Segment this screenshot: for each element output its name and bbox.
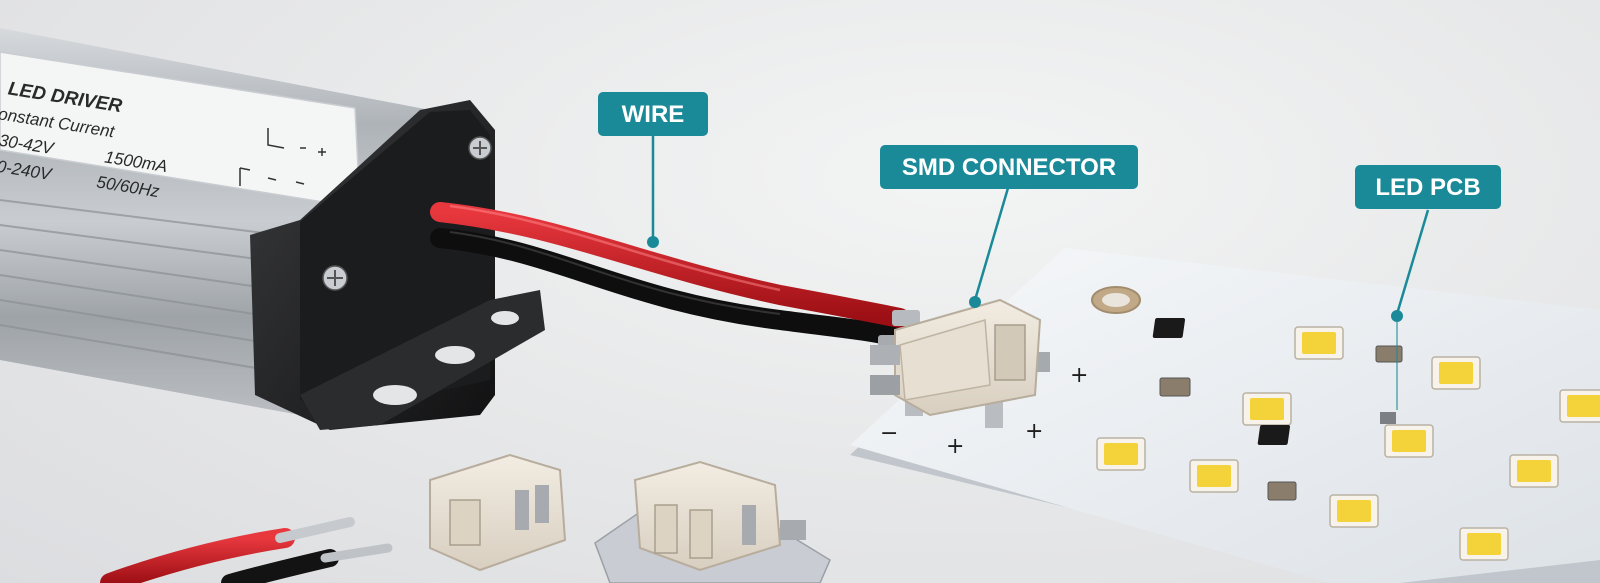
loose-red-wire bbox=[100, 528, 295, 583]
callout-pcb-label: LED PCB bbox=[1375, 174, 1480, 201]
callout-smd-connector: SMD CONNECTOR bbox=[880, 145, 1138, 308]
smd-led-phosphor-2 bbox=[1439, 362, 1473, 384]
connector-contact-2 bbox=[870, 375, 900, 395]
connector-latch bbox=[994, 324, 1026, 381]
resistor-2 bbox=[1375, 345, 1403, 363]
callout-wire-box bbox=[598, 92, 708, 136]
callout-pcb-dot bbox=[1391, 310, 1403, 322]
loose-wires bbox=[100, 517, 393, 583]
smd-led-phosphor-4 bbox=[1392, 430, 1426, 452]
driver-polarity-marks bbox=[239, 128, 326, 186]
pcb-plus-mark-3: + bbox=[946, 434, 964, 459]
black-wire bbox=[430, 228, 910, 348]
smd-led-phosphor-10 bbox=[1567, 395, 1600, 417]
driver-mounting-foot bbox=[300, 290, 545, 430]
smd-led-phosphor-6 bbox=[1197, 465, 1231, 487]
connector-pad-2 bbox=[985, 400, 1003, 428]
ic-chip-2 bbox=[1257, 425, 1291, 445]
resistor-3 bbox=[1267, 481, 1297, 501]
connector-contact-1 bbox=[870, 345, 900, 365]
smd-led-phosphor-9 bbox=[1467, 533, 1501, 555]
smd-led-phosphor-8 bbox=[1337, 500, 1371, 522]
smd-led-phosphor-1 bbox=[1302, 332, 1336, 354]
loose-red-wire-tip bbox=[275, 517, 355, 543]
pcb-plus-mark-2: + bbox=[1025, 419, 1043, 444]
pcb-minus-mark-1: − bbox=[880, 421, 898, 446]
callout-smd-label: SMD CONNECTOR bbox=[902, 154, 1116, 181]
smd-led-phosphor-5 bbox=[1104, 443, 1138, 465]
loose-black-wire-tip bbox=[320, 543, 393, 563]
resistor-1 bbox=[1159, 377, 1191, 397]
pcb-plus-mark-1: + bbox=[1070, 363, 1088, 388]
red-wire-tip bbox=[892, 310, 920, 326]
callout-wire-label: WIRE bbox=[622, 101, 685, 128]
ic-chip-1 bbox=[1152, 318, 1186, 338]
foot-hole-2 bbox=[435, 346, 475, 364]
foot-hole-3 bbox=[491, 311, 519, 325]
smd-led-phosphor-7 bbox=[1517, 460, 1551, 482]
callout-led-pcb: LED PCB bbox=[1355, 165, 1501, 410]
loose-black-wire bbox=[221, 549, 339, 583]
led-driver: LED DRIVER Constant Current C 30-42V 150… bbox=[0, 28, 545, 430]
red-wire bbox=[430, 202, 910, 328]
led-pcb: + + + − − bbox=[850, 248, 1600, 583]
smd-led-phosphor-3 bbox=[1250, 398, 1284, 420]
callout-smd-box bbox=[880, 145, 1138, 189]
loose-connector-2 bbox=[594, 460, 831, 583]
callout-wire-dot bbox=[647, 236, 659, 248]
loose-connector-1 bbox=[429, 453, 567, 572]
callout-pcb-box bbox=[1355, 165, 1501, 209]
callout-wire: WIRE bbox=[598, 92, 708, 248]
pcb-components bbox=[1152, 318, 1403, 501]
foot-hole-1 bbox=[373, 385, 417, 405]
driver-fins bbox=[0, 199, 281, 373]
callout-smd-dot bbox=[969, 296, 981, 308]
diode-1 bbox=[1380, 412, 1396, 424]
smd-connector-mounted bbox=[870, 298, 1050, 428]
